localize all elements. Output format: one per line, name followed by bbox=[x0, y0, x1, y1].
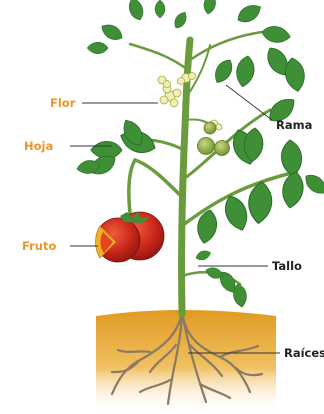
label-fruto: Fruto bbox=[22, 239, 56, 253]
label-tallo: Tallo bbox=[272, 259, 302, 273]
ripe-fruit bbox=[96, 211, 165, 262]
label-raices: Raíces bbox=[284, 346, 324, 360]
label-rama: Rama bbox=[276, 118, 312, 132]
label-flor: Flor bbox=[50, 96, 76, 110]
green-fruits bbox=[198, 122, 230, 156]
label-hoja: Hoja bbox=[24, 139, 53, 153]
